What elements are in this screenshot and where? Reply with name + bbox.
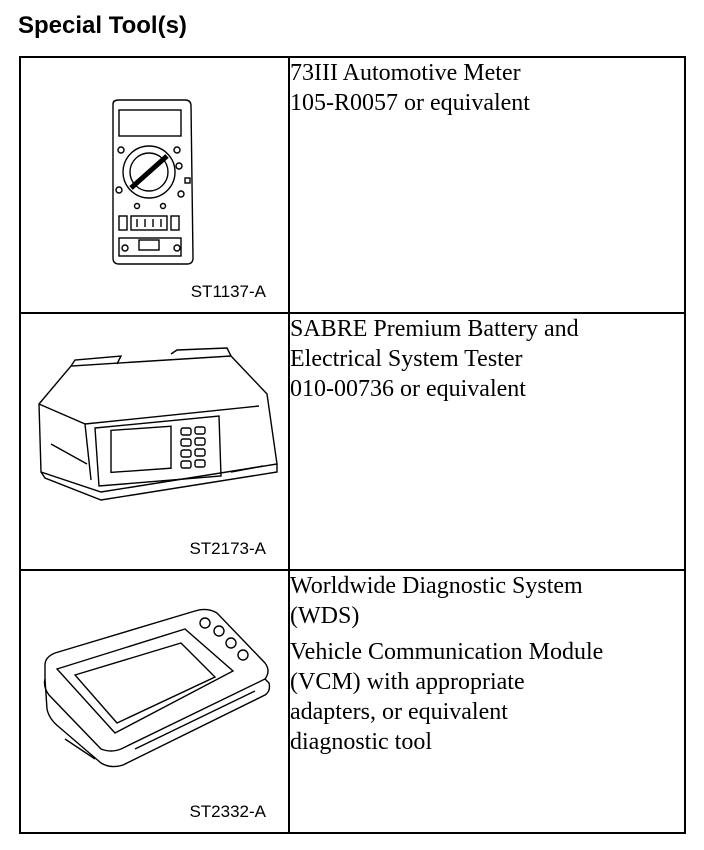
description-paragraph: Worldwide Diagnostic System (WDS) [290,571,684,631]
description-line: Vehicle Communication Module [290,639,604,665]
tool-description: SABRE Premium Battery and Electrical Sys… [288,312,686,571]
description-paragraph: 73III Automotive Meter 105-R0057 or equi… [290,58,684,118]
description-paragraph: Vehicle Communication Module (VCM) with … [290,637,684,757]
battery-tester-icon [38,347,278,501]
tool-illustration-cell: ST1137-A [19,56,290,314]
tool-description: Worldwide Diagnostic System (WDS) Vehicl… [288,569,686,834]
tool-code: ST2173-A [189,539,266,558]
tool-illustration-cell: ST2173-A [19,312,290,571]
page-title: Special Tool(s) [18,12,187,39]
description-line: 010-00736 or equivalent [290,376,526,402]
tool-code: ST2332-A [189,802,266,821]
tool-code: ST1137-A [190,282,266,301]
diagnostic-module-icon [43,608,271,768]
description-line: Electrical System Tester [290,346,523,372]
description-line: SABRE Premium Battery and [290,316,579,342]
description-paragraph: SABRE Premium Battery and Electrical Sys… [290,314,684,404]
description-line: (VCM) with appropriate [290,669,525,695]
tool-row: ST2332-A Worldwide Diagnostic System (WD… [19,569,686,834]
tool-illustration-cell: ST2332-A [19,569,290,834]
description-line: Worldwide Diagnostic System [290,573,583,599]
description-line: diagnostic tool [290,729,432,755]
description-line: 73III Automotive Meter [290,60,521,86]
tool-description: 73III Automotive Meter 105-R0057 or equi… [288,56,686,314]
tool-row: ST1137-A 73III Automotive Meter 105-R005… [19,56,686,314]
multimeter-icon [112,99,194,265]
tool-row: ST2173-A SABRE Premium Battery and Elect… [19,312,686,571]
description-line: 105-R0057 or equivalent [290,90,530,116]
description-line: adapters, or equivalent [290,699,508,725]
description-line: (WDS) [290,603,360,629]
special-tools-table: ST1137-A 73III Automotive Meter 105-R005… [19,56,686,834]
